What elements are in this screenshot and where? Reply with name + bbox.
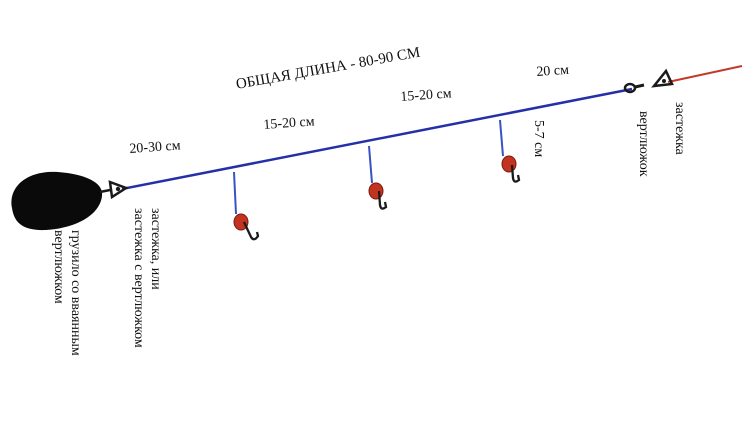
weight-caption-line-2: вертлюжком	[51, 230, 66, 304]
leash-1	[233, 171, 260, 241]
weight-caption-line-1: грузило со вваянным	[68, 230, 83, 356]
bead-icon	[233, 213, 249, 231]
weight-caption: грузило со вваянным вертлюжком	[50, 230, 84, 356]
swivel-icon	[623, 82, 645, 94]
main-line	[121, 87, 633, 191]
snap-icon	[651, 68, 674, 88]
segment-4-label: 20 см	[535, 62, 570, 80]
hook-icon	[242, 221, 260, 241]
hook-icon	[377, 190, 388, 210]
snap-right-caption: застежка	[672, 102, 687, 155]
snap-icon	[108, 180, 129, 200]
hook-icon	[510, 164, 521, 183]
sinker-icon	[11, 171, 111, 231]
snap-left-caption-line-1: застежка, или	[148, 208, 163, 290]
swivel-right-caption: вертлюжок	[636, 111, 651, 177]
tip-line	[667, 65, 743, 83]
leash-2	[368, 145, 388, 210]
bead-icon	[501, 155, 517, 173]
snap-left-caption: застежка, или застежка с вертлюжком	[130, 208, 164, 348]
leash-3	[499, 119, 521, 183]
snap-left-caption-line-2: застежка с вертлюжком	[131, 208, 146, 348]
leash-length-label: 5-7 см	[531, 120, 546, 158]
bead-icon	[368, 182, 384, 200]
